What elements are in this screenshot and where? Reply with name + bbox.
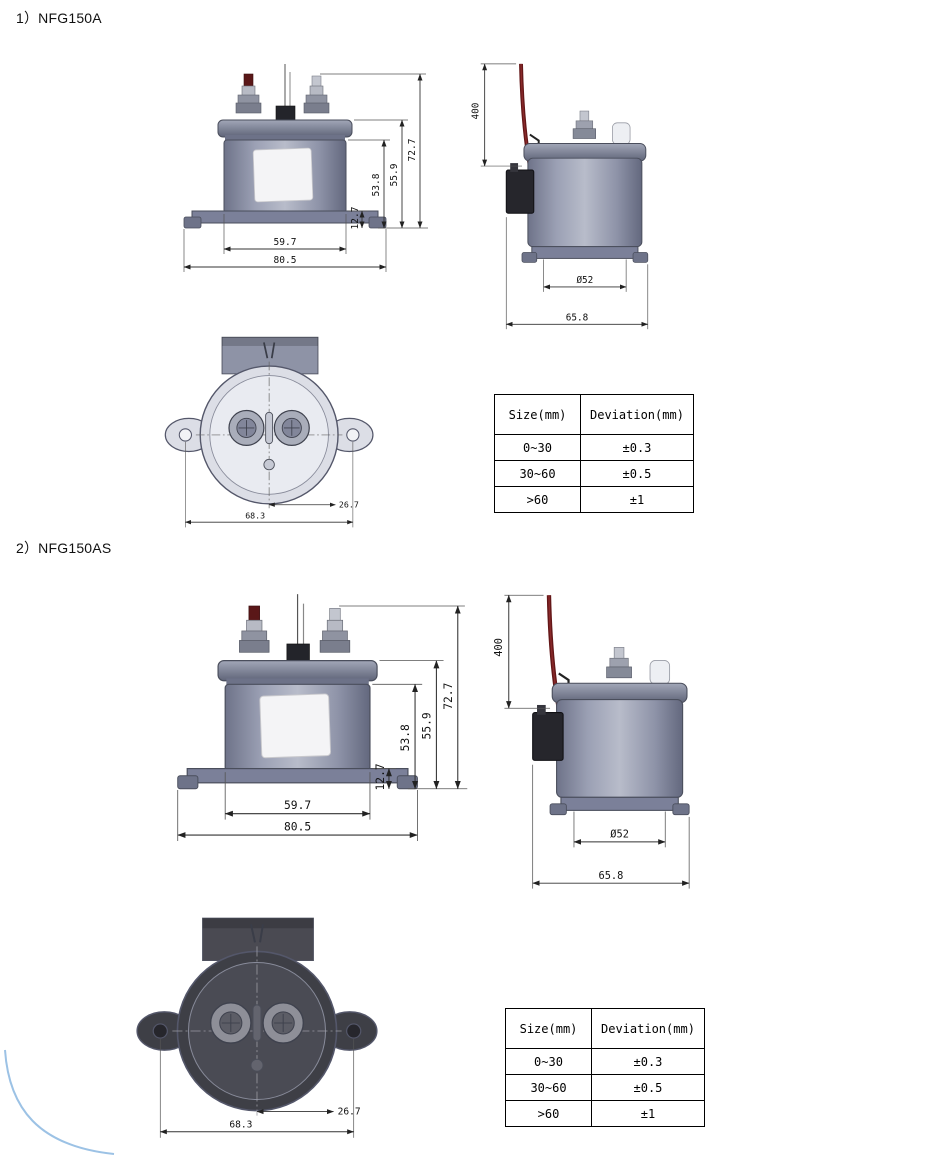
header-size: Size(mm) (494, 394, 581, 435)
cell-size: 30~60 (505, 1074, 592, 1101)
cell-deviation: ±1 (580, 486, 694, 513)
table-row: >60 ±1 (505, 1100, 705, 1127)
bottom-view-nfg150as (122, 912, 394, 1149)
side-view-nfg150as (487, 580, 737, 906)
cell-size: 0~30 (505, 1048, 592, 1075)
table-row: 0~30 ±0.3 (505, 1048, 705, 1075)
front-view-nfg150a (148, 48, 448, 298)
front-view-nfg150as (135, 575, 491, 872)
table-row: 0~30 ±0.3 (494, 434, 694, 461)
header-deviation: Deviation(mm) (580, 394, 694, 435)
table-row: 30~60 ±0.5 (494, 460, 694, 487)
cell-deviation: ±0.5 (591, 1074, 705, 1101)
bottom-view-nfg150a (152, 332, 388, 537)
cell-size: >60 (505, 1100, 592, 1127)
page-decoration-arc (4, 1049, 115, 1155)
tolerance-table-nfg150as: Size(mm) Deviation(mm) 0~30 ±0.3 30~60 ±… (505, 1008, 705, 1127)
cell-size: 30~60 (494, 460, 581, 487)
section-title-nfg150as: 2）NFG150AS (16, 540, 112, 556)
cell-deviation: ±1 (591, 1100, 705, 1127)
tolerance-table-nfg150a: Size(mm) Deviation(mm) 0~30 ±0.3 30~60 ±… (494, 394, 694, 513)
cell-size: >60 (494, 486, 581, 513)
table-header-row: Size(mm) Deviation(mm) (505, 1008, 705, 1049)
cell-deviation: ±0.3 (580, 434, 694, 461)
cell-size: 0~30 (494, 434, 581, 461)
side-view-nfg150a (465, 50, 691, 345)
cell-deviation: ±0.3 (591, 1048, 705, 1075)
header-size: Size(mm) (505, 1008, 592, 1049)
header-deviation: Deviation(mm) (591, 1008, 705, 1049)
table-row: >60 ±1 (494, 486, 694, 513)
cell-deviation: ±0.5 (580, 460, 694, 487)
section-title-nfg150a: 1）NFG150A (16, 10, 102, 26)
table-header-row: Size(mm) Deviation(mm) (494, 394, 694, 435)
table-row: 30~60 ±0.5 (505, 1074, 705, 1101)
